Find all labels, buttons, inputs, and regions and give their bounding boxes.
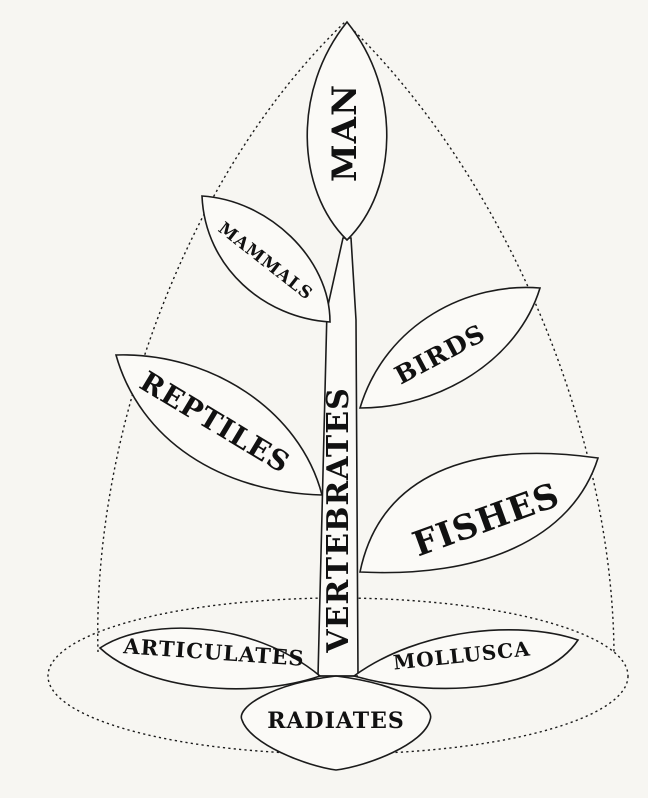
man-label: MAN bbox=[325, 84, 365, 182]
vertebrates-label: VERTEBRATES bbox=[321, 387, 356, 654]
radiates-label: RADIATES bbox=[267, 708, 405, 734]
